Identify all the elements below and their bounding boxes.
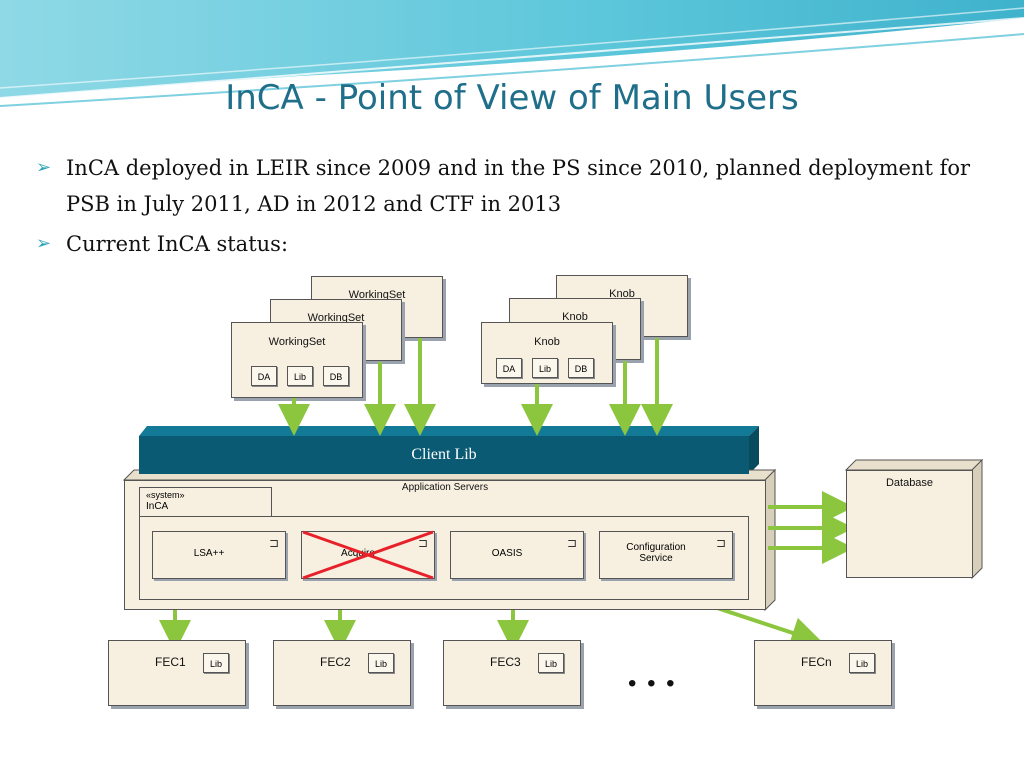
bullet-text: Current InCA status: xyxy=(66,232,289,256)
knob-label: Knob xyxy=(609,288,635,300)
fec1-box: FEC1 Lib xyxy=(108,640,246,706)
system-stereotype: «system» xyxy=(146,490,185,500)
db-module: DB xyxy=(323,366,349,386)
fec2-box: FEC2 Lib xyxy=(273,640,411,706)
lib-module: Lib xyxy=(538,653,564,673)
fec-label: FEC3 xyxy=(490,655,521,669)
fec-label: FEC2 xyxy=(320,655,351,669)
component-icon: ⊐ xyxy=(417,536,428,550)
component-label: Configuration Service xyxy=(626,542,686,564)
slide-title: InCA - Point of View of Main Users xyxy=(225,78,799,118)
workingset-label: WorkingSet xyxy=(348,289,406,301)
knob-label: Knob xyxy=(534,336,560,348)
lib-module: Lib xyxy=(532,358,558,378)
arrow-bullet-icon: ➢ xyxy=(36,233,52,254)
oasis-component: OASIS ⊐ xyxy=(450,531,584,579)
configuration-service-component: Configuration Service ⊐ xyxy=(599,531,733,579)
fec3-box: FEC3 Lib xyxy=(443,640,581,706)
da-module: DA xyxy=(496,358,522,378)
knob-label: Knob xyxy=(562,311,588,323)
component-icon: ⊐ xyxy=(566,536,577,550)
fec-label: FEC1 xyxy=(155,655,186,669)
lib-module: Lib xyxy=(203,653,229,673)
lsa-component: LSA++ ⊐ xyxy=(152,531,286,579)
client-lib-layer: Client Lib xyxy=(139,436,749,474)
data-flow-arrows xyxy=(159,338,854,652)
lib-module: Lib xyxy=(287,366,313,386)
database-box: Database xyxy=(846,470,973,578)
ellipsis: • • • xyxy=(628,670,677,697)
fecn-box: FECn Lib xyxy=(754,640,892,706)
db-module: DB xyxy=(568,358,594,378)
lib-module: Lib xyxy=(849,653,875,673)
component-icon: ⊐ xyxy=(268,536,279,550)
bullet-item: ➢ Current InCA status: xyxy=(36,226,996,262)
component-label: Acquire xyxy=(341,548,375,559)
workingset-box-front: WorkingSet DA Lib DB xyxy=(231,322,363,398)
lib-module: Lib xyxy=(368,653,394,673)
system-name: InCA xyxy=(146,501,169,512)
bullet-list: ➢ InCA deployed in LEIR since 2009 and i… xyxy=(36,150,996,262)
header-wave-decoration xyxy=(0,0,1024,107)
workingset-label: WorkingSet xyxy=(307,312,365,324)
client-lib-side-face xyxy=(749,426,759,474)
database-label: Database xyxy=(885,477,934,489)
arrow-bullet-icon: ➢ xyxy=(36,157,52,178)
component-label: LSA++ xyxy=(193,548,225,559)
component-icon: ⊐ xyxy=(715,536,726,550)
application-servers-label: Application Servers xyxy=(401,482,489,493)
workingset-label: WorkingSet xyxy=(268,336,326,348)
component-label: OASIS xyxy=(491,548,523,559)
fec-label: FECn xyxy=(801,655,832,669)
bullet-text: InCA deployed in LEIR since 2009 and in … xyxy=(66,156,971,216)
bullet-item: ➢ InCA deployed in LEIR since 2009 and i… xyxy=(36,150,996,222)
da-module: DA xyxy=(251,366,277,386)
knob-box-front: Knob DA Lib DB xyxy=(481,322,613,384)
